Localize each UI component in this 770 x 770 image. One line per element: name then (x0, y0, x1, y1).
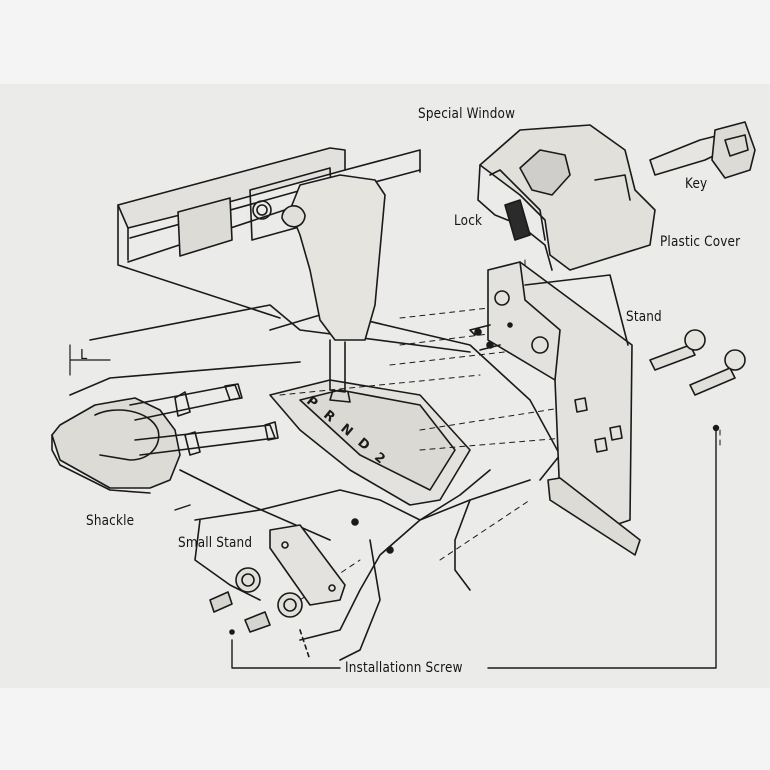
plastic-cover (477, 124, 656, 271)
gear-knob (281, 174, 386, 403)
paper-background (0, 84, 770, 688)
leader-lines (174, 424, 720, 669)
label-shackle: Shackle (86, 513, 135, 529)
key-illustration (649, 121, 756, 179)
floor-rail (547, 477, 641, 556)
dashboard-panel (117, 147, 421, 319)
label-small-stand: Small Stand (178, 535, 253, 551)
stand-screws (469, 322, 746, 396)
label-lock: Lock (454, 213, 483, 229)
installation-screws (209, 567, 303, 635)
small-stand-plate (269, 518, 394, 606)
label-plastic-cover: Plastic Cover (660, 234, 741, 250)
label-installation-screw: Installationn Screw (345, 660, 463, 676)
label-special-window: Special Window (418, 106, 516, 122)
label-stand: Stand (626, 309, 662, 325)
dimension-l-label: L (80, 348, 88, 363)
stand-plate (487, 261, 633, 531)
label-key: Key (685, 176, 708, 192)
shackle-lock (51, 344, 279, 494)
console-body (69, 304, 561, 661)
